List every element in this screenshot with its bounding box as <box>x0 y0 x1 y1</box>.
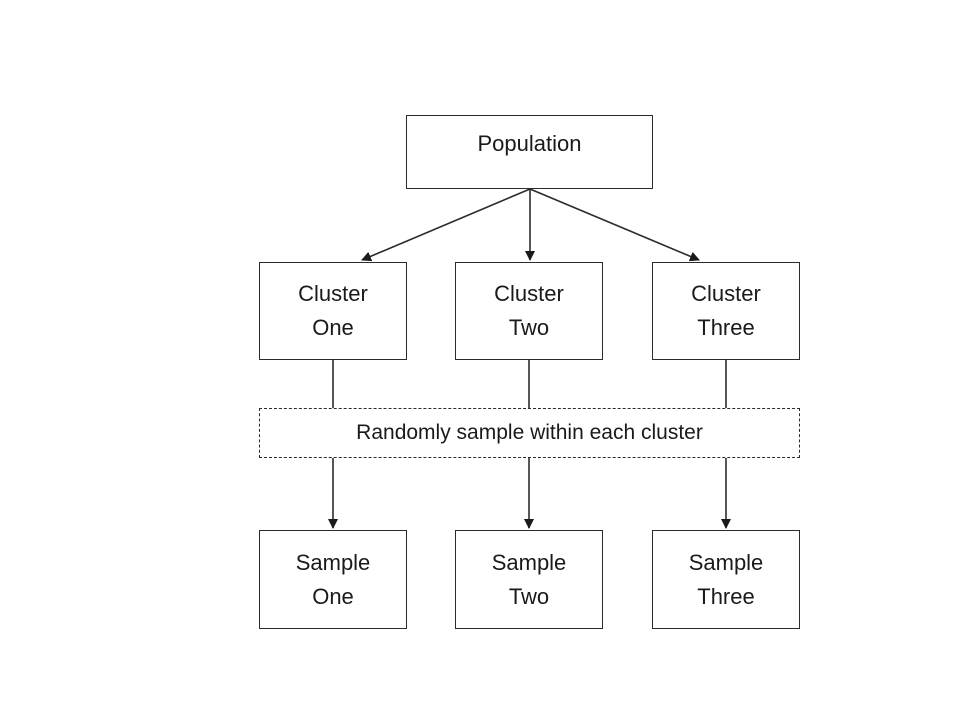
sample-two-label-line1: Sample <box>491 549 567 575</box>
edge-population-to-cluster-three <box>529 188 700 262</box>
cluster-three-label-line1: Cluster <box>691 281 761 306</box>
population-label: Population <box>477 131 582 156</box>
edge-population-to-cluster-one <box>361 188 531 262</box>
cluster-one-label-line2: One <box>312 315 354 340</box>
cluster-three-label-line2: Three <box>697 315 755 340</box>
cluster-two-label-line1: Cluster <box>494 281 564 306</box>
population-node: Population <box>406 115 653 189</box>
sample-two-node: Sample Two <box>455 530 603 629</box>
sample-one-label-line2: One <box>312 583 354 609</box>
sample-three-label-line1: Sample <box>688 549 764 575</box>
cluster-one-label-line1: Cluster <box>298 281 368 306</box>
cluster-one-node: Cluster One <box>259 262 407 360</box>
sample-two-label-line2: Two <box>508 583 550 609</box>
sampling-step-label: Randomly sample within each cluster <box>356 421 703 444</box>
sample-one-node: Sample One <box>259 530 407 629</box>
cluster-two-node: Cluster Two <box>455 262 603 360</box>
cluster-three-node: Cluster Three <box>652 262 800 360</box>
sample-three-label-line2: Three <box>697 583 755 609</box>
sample-three-node: Sample Three <box>652 530 800 629</box>
sampling-step-band: Randomly sample within each cluster <box>259 408 800 458</box>
cluster-two-label-line2: Two <box>508 315 550 340</box>
sample-one-label-line1: Sample <box>295 549 371 575</box>
